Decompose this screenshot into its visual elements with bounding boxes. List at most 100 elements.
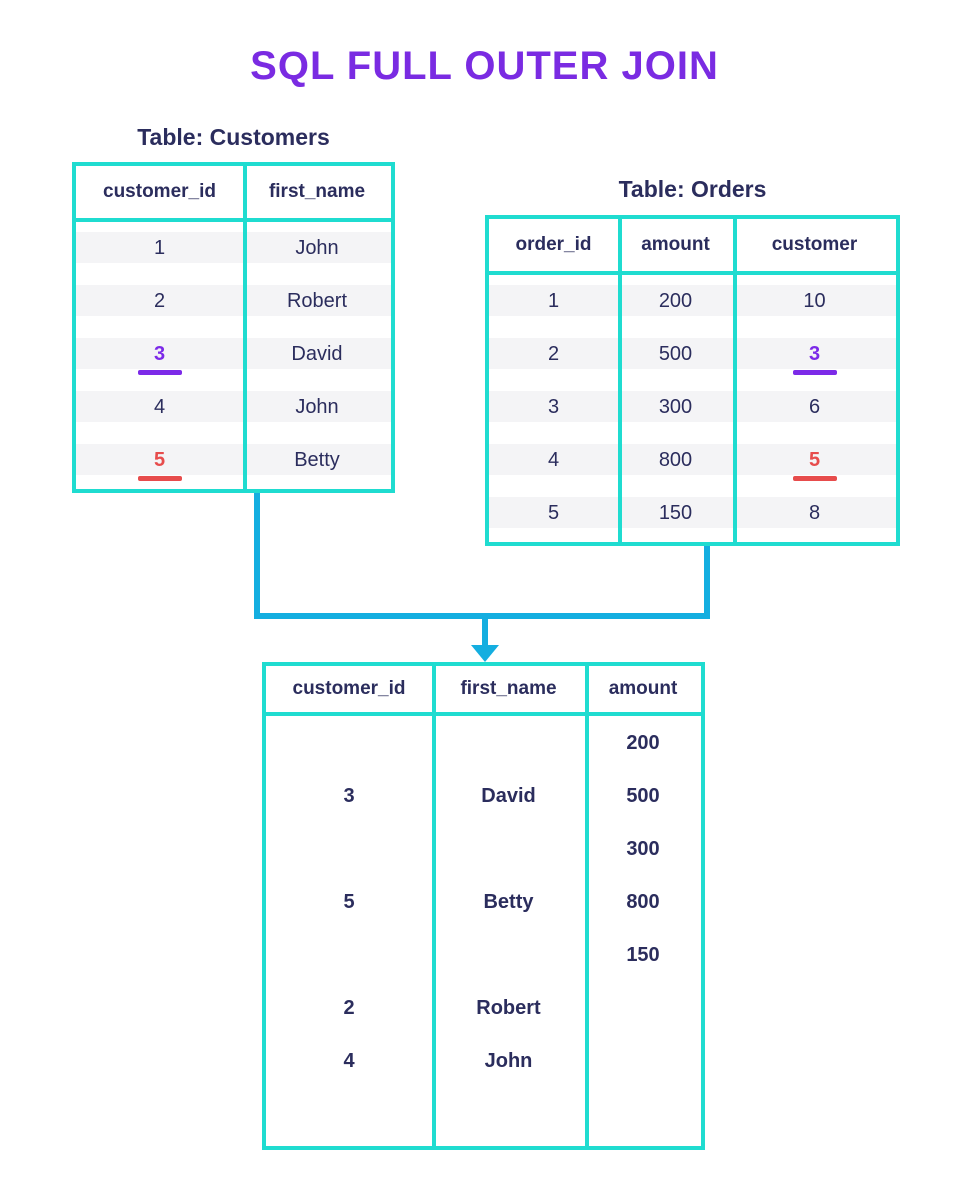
cell-amount: 800 (585, 875, 701, 928)
cell-value: 800 (626, 890, 660, 913)
table-row: 2 Robert (76, 285, 391, 316)
result-rows: 200 3 David 500 300 5 Betty 800 150 (266, 716, 701, 1087)
cell-customer-id: 5 (266, 875, 432, 928)
result-row: 3 David 500 (266, 769, 701, 822)
cell-value: 2 (343, 996, 355, 1019)
cell-customer-id (266, 822, 432, 875)
cell-amount: 200 (585, 716, 701, 769)
column-divider (733, 219, 737, 542)
cell-first-name: Betty (432, 875, 585, 928)
cell-customer-id: 2 (76, 285, 243, 316)
arrow-down-icon (471, 645, 499, 662)
page-title: SQL FULL OUTER JOIN (250, 44, 719, 88)
cell-amount: 500 (585, 769, 701, 822)
table-row: 4 800 5 (489, 444, 896, 475)
cell-first-name: John (432, 1034, 585, 1087)
result-header-customer-id: customer_id (292, 678, 406, 699)
result-row: 2 Robert (266, 981, 701, 1034)
column-divider (432, 666, 436, 1146)
cell-value: David (291, 342, 343, 365)
cell-value: John (295, 236, 339, 259)
cell-value-highlighted: 3 (153, 342, 166, 365)
cell-value: Robert (476, 996, 541, 1019)
column-divider (243, 166, 247, 489)
result-table: customer_id first_name amount 200 3 Davi… (262, 662, 705, 1150)
result-row: 150 (266, 928, 701, 981)
cell-value: Betty (483, 890, 534, 913)
cell-value: John (484, 1049, 533, 1072)
cell-value: 4 (547, 448, 560, 471)
cell-value: 6 (808, 395, 821, 418)
cell-order-id: 5 (489, 497, 618, 528)
header-divider-line (76, 218, 391, 222)
cell-value-highlighted: 3 (808, 342, 821, 365)
cell-value: 800 (658, 448, 693, 471)
cell-value-highlighted: 5 (153, 448, 166, 471)
column-divider (618, 219, 622, 542)
cell-amount (585, 1034, 701, 1087)
cell-value: 3 (547, 395, 560, 418)
orders-header-row: order_id amount customer (489, 219, 896, 271)
orders-table-label: Table: Orders (618, 176, 767, 202)
result-header-row: customer_id first_name amount (266, 666, 701, 712)
header-divider-line (489, 271, 896, 275)
table-row: 4 John (76, 391, 391, 422)
result-row: 5 Betty 800 (266, 875, 701, 928)
cell-first-name: Robert (432, 981, 585, 1034)
cell-value: 500 (626, 784, 660, 807)
cell-value: 5 (547, 501, 560, 524)
cell-order-id: 3 (489, 391, 618, 422)
cell-amount (585, 981, 701, 1034)
cell-first-name: John (243, 391, 391, 422)
cell-value: John (295, 395, 339, 418)
cell-amount: 150 (585, 928, 701, 981)
customers-table: customer_id first_name 1 John 2 Robert 3… (72, 162, 395, 493)
cell-order-id: 4 (489, 444, 618, 475)
orders-connector-line (704, 546, 710, 619)
cell-value: 5 (343, 890, 355, 913)
cell-value: 150 (626, 943, 660, 966)
cell-customer: 6 (733, 391, 896, 422)
cell-customer: 5 (733, 444, 896, 475)
cell-customer: 10 (733, 285, 896, 316)
cell-amount: 150 (618, 497, 733, 528)
customers-table-label: Table: Customers (137, 124, 330, 150)
cell-customer-id: 4 (266, 1034, 432, 1087)
cell-value: 200 (626, 731, 660, 754)
table-row: 3 300 6 (489, 391, 896, 422)
cell-customer-id (266, 716, 432, 769)
cell-amount: 500 (618, 338, 733, 369)
cell-amount: 200 (618, 285, 733, 316)
cell-first-name (432, 928, 585, 981)
table-row: 5 Betty (76, 444, 391, 475)
cell-customer-id: 2 (266, 981, 432, 1034)
result-row: 4 John (266, 1034, 701, 1087)
table-row: 1 200 10 (489, 285, 896, 316)
cell-customer: 8 (733, 497, 896, 528)
cell-amount: 300 (618, 391, 733, 422)
cell-first-name: John (243, 232, 391, 263)
cell-amount: 800 (618, 444, 733, 475)
cell-value: 8 (808, 501, 821, 524)
cell-customer-id: 3 (76, 338, 243, 369)
result-header-amount: amount (608, 678, 678, 699)
cell-value: 150 (658, 501, 693, 524)
orders-header-amount: amount (641, 234, 710, 255)
cell-first-name: Betty (243, 444, 391, 475)
customers-header-customer-id: customer_id (103, 181, 216, 202)
cell-value: David (481, 784, 536, 807)
customers-connector-line (254, 493, 260, 619)
cell-amount: 300 (585, 822, 701, 875)
cell-customer-id: 1 (76, 232, 243, 263)
cell-value: Robert (286, 289, 348, 312)
customers-header-first-name: first_name (268, 181, 366, 202)
cell-order-id: 1 (489, 285, 618, 316)
cell-value: 4 (153, 395, 166, 418)
column-divider (585, 666, 589, 1146)
cell-customer-id (266, 928, 432, 981)
cell-first-name: David (243, 338, 391, 369)
cell-value-highlighted: 5 (808, 448, 821, 471)
result-row: 300 (266, 822, 701, 875)
cell-value: 2 (547, 342, 560, 365)
